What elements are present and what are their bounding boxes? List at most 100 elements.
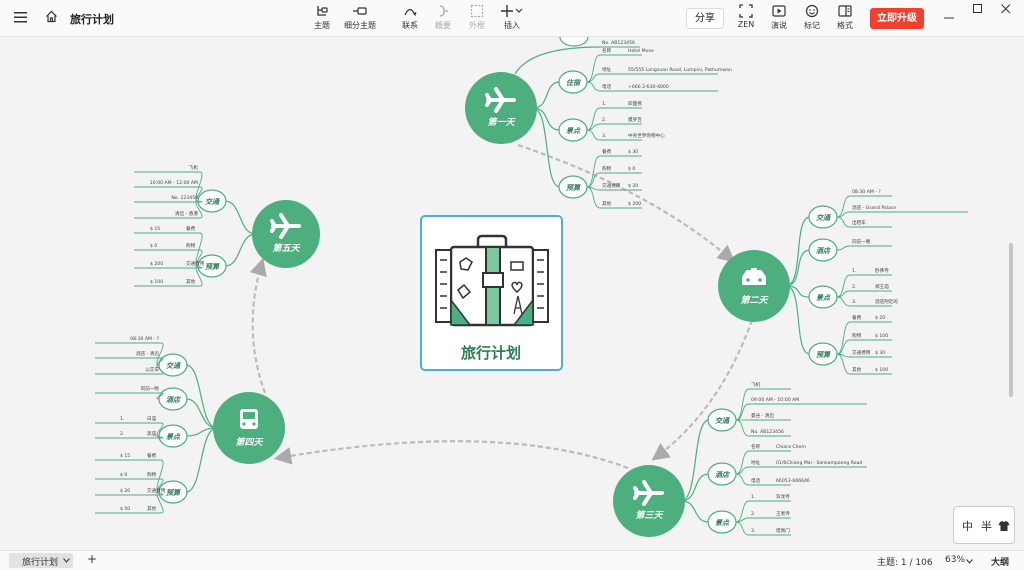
leaf-topic[interactable]: 酒店 - 清迈 xyxy=(136,350,159,357)
center-topic[interactable]: 旅行计划 xyxy=(420,215,563,371)
leaf-topic[interactable]: 1.双龙寺 xyxy=(751,493,790,500)
insert-button[interactable]: 插入 xyxy=(492,4,532,31)
relationship-line[interactable] xyxy=(517,143,736,263)
day-circle[interactable] xyxy=(613,465,685,537)
day-circle[interactable] xyxy=(718,250,790,322)
relationship-button[interactable]: 联系 xyxy=(390,4,430,31)
leaf-topic[interactable]: 餐费$ 20 xyxy=(852,314,885,321)
leaf-topic[interactable]: 其他$ 100 xyxy=(852,366,888,373)
format-button[interactable]: 格式 xyxy=(825,4,865,31)
topic-button[interactable]: 主题 xyxy=(302,4,342,31)
zen-button[interactable]: ZEN xyxy=(726,4,766,29)
leaf-topic[interactable]: 交通费用$ 20 xyxy=(602,182,638,189)
zoom-level[interactable]: 63% xyxy=(945,555,966,565)
day-circle[interactable] xyxy=(252,200,320,268)
relationship-line[interactable] xyxy=(249,257,267,394)
document-title[interactable]: 旅行计划 xyxy=(70,13,114,26)
summary-button[interactable]: 概要 xyxy=(423,4,463,31)
add-sheet-button[interactable]: + xyxy=(87,552,98,566)
subtopic-button[interactable]: 细分主题 xyxy=(340,4,380,31)
maximize-icon[interactable] xyxy=(973,4,983,14)
leaf-topic[interactable]: 曼谷 - 清迈 xyxy=(751,412,774,419)
relationship-line[interactable] xyxy=(273,440,629,470)
sheet-tab[interactable]: 旅行计划 xyxy=(9,553,73,568)
leaf-topic[interactable]: 09:00 AM - 10:00 AM xyxy=(751,397,799,403)
marker-button[interactable]: 标记 xyxy=(792,4,832,31)
menu-icon[interactable] xyxy=(14,12,27,23)
leaf-topic[interactable]: 公交车 xyxy=(145,366,159,373)
leaf-topic[interactable]: 飞机 xyxy=(751,381,761,388)
leaf-topic[interactable]: 同前一晚 xyxy=(141,385,160,392)
pitch-button[interactable]: 演说 xyxy=(759,4,799,31)
zoom-chevron-icon[interactable] xyxy=(966,559,973,564)
minimize-icon[interactable] xyxy=(944,13,954,23)
day-circle[interactable] xyxy=(465,72,537,144)
leaf-topic[interactable]: 餐费$ 30 xyxy=(602,148,638,155)
shirt-icon[interactable] xyxy=(998,520,1010,532)
leaf-topic[interactable]: 购物$ 0 xyxy=(602,165,635,172)
leaf-topic[interactable]: 2.黑庙 xyxy=(120,430,157,437)
leaf-topic[interactable]: 1.卧佛寺 xyxy=(852,267,889,274)
leaf-topic[interactable]: 1.白庙 xyxy=(120,415,157,422)
subtopic[interactable]: 景点1.白庙2.黑庙 xyxy=(95,415,218,448)
outline-button[interactable]: 大纲 xyxy=(991,558,1010,568)
share-button[interactable]: 分享 xyxy=(686,8,724,29)
leaf-topic[interactable]: No. AB123456 xyxy=(751,429,784,435)
leaf-topic[interactable]: 3.塔佩门 xyxy=(751,527,790,534)
leaf-topic[interactable]: 08:30 AM - ? xyxy=(852,189,881,195)
leaf-topic[interactable]: 10:00 AM - 12:00 AM xyxy=(150,180,198,186)
leaf-topic[interactable]: 出租车 xyxy=(852,219,866,226)
leaf-topic[interactable]: 酒店 - Grand Palace xyxy=(852,204,896,211)
relationship-line[interactable] xyxy=(651,319,754,461)
leaf-topic[interactable]: 2.王者寺 xyxy=(751,511,790,517)
ime-width[interactable]: 半 xyxy=(981,520,992,533)
leaf-topic[interactable]: 飞机 xyxy=(189,164,199,171)
upgrade-button[interactable]: 立即升级 xyxy=(870,8,924,29)
leaf-topic[interactable]: 2.郑王庙 xyxy=(852,283,889,290)
leaf-topic[interactable]: 同前一晚 xyxy=(852,238,871,245)
home-icon[interactable] xyxy=(45,10,58,23)
vertical-scrollbar[interactable] xyxy=(1009,243,1013,397)
leaf-topic[interactable]: 1.四面佛 xyxy=(602,100,642,107)
leaf-topic[interactable]: 2.暹罗百 xyxy=(602,117,642,123)
leaf-topic[interactable]: 3.酒店附近的 xyxy=(852,298,898,305)
leaf-topic[interactable]: 3.中央世界购物中心 xyxy=(602,132,665,139)
ime-mode[interactable]: 中 xyxy=(962,520,973,533)
leaf-topic[interactable]: 购物$ 100 xyxy=(852,332,888,339)
close-icon[interactable] xyxy=(1001,4,1011,14)
leaf-topic[interactable]: 电话+666 2-630-4000 xyxy=(602,83,669,90)
leaf-topic[interactable]: 08:30 AM - ? xyxy=(130,336,159,342)
